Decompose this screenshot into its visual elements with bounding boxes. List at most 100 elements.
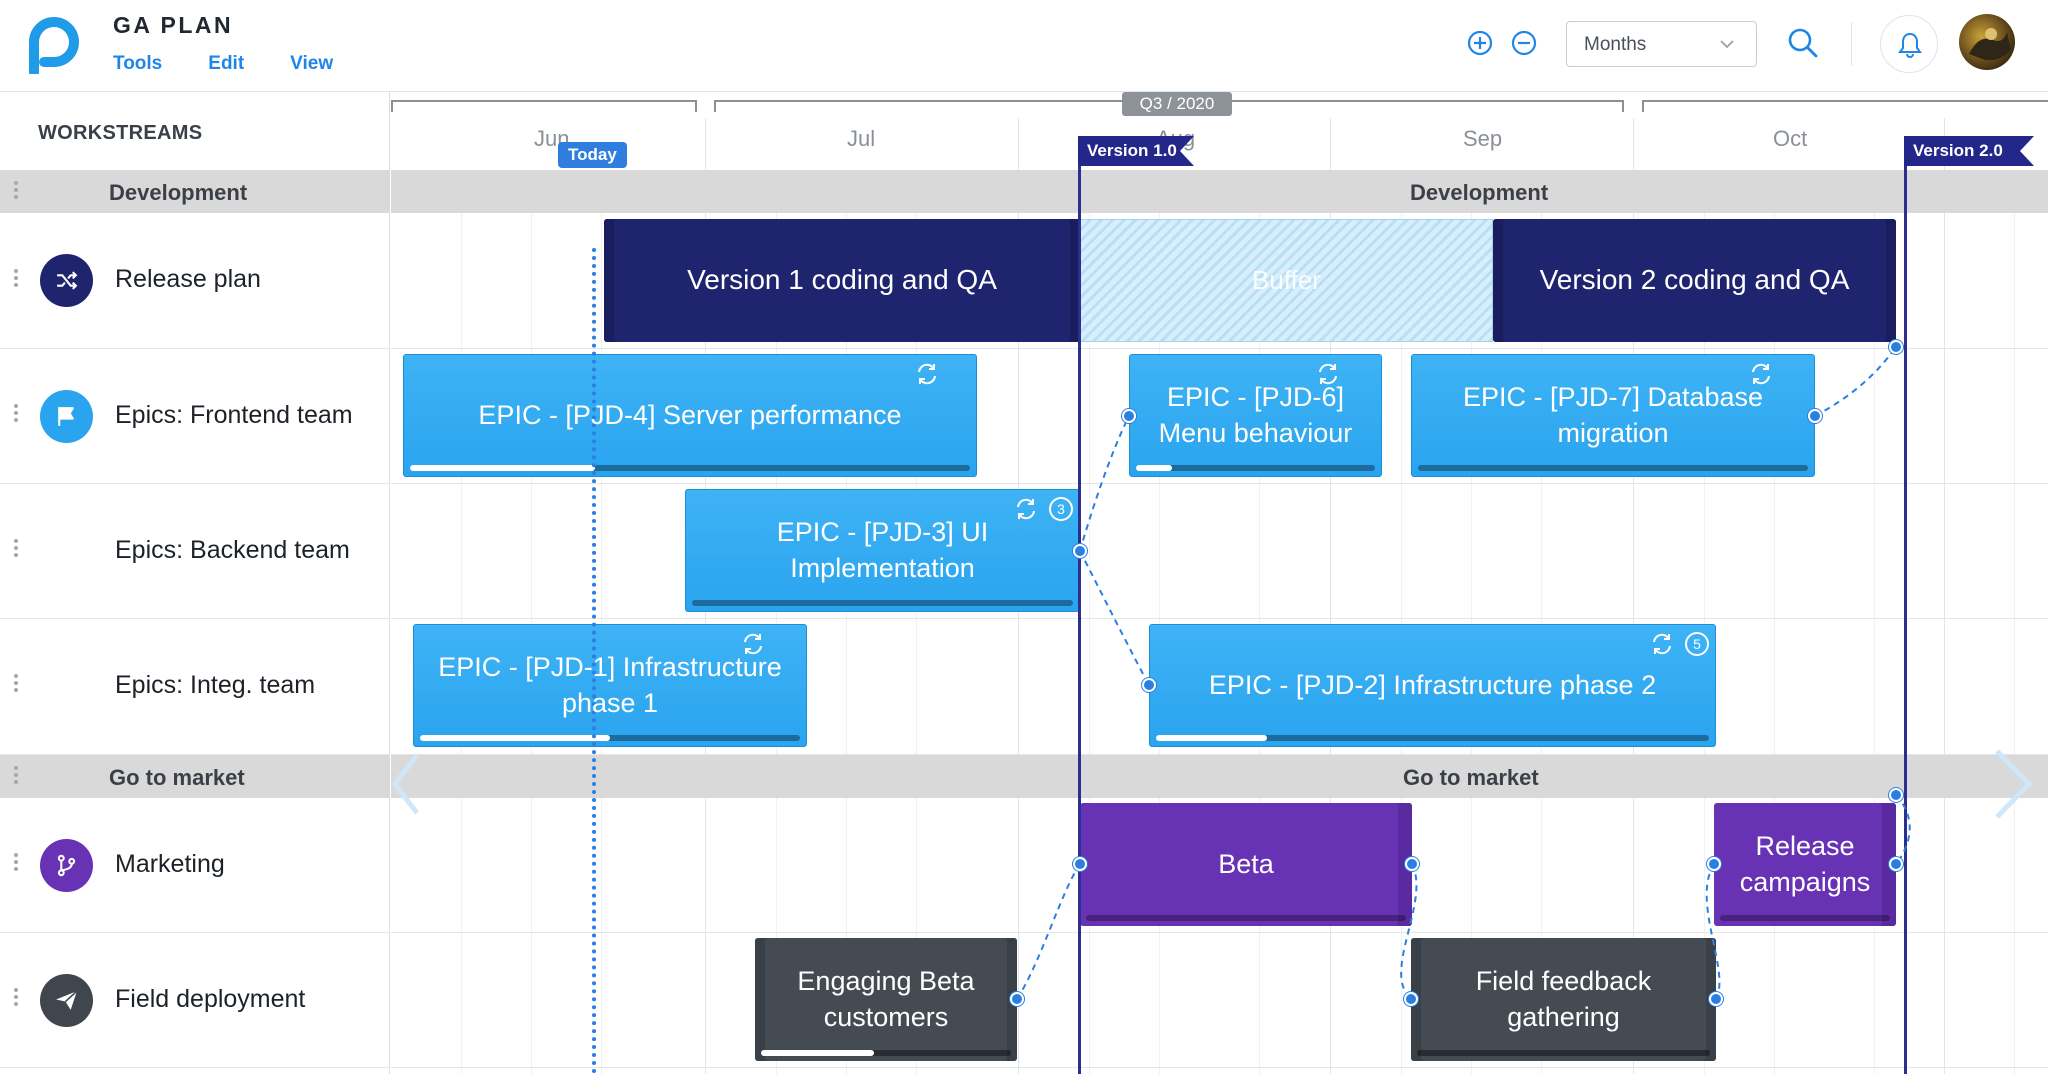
menu-tools[interactable]: Tools bbox=[113, 53, 163, 74]
bar-epic-pjd-2[interactable]: EPIC - [PJD-2] Infrastructure phase 2 5 bbox=[1149, 624, 1716, 747]
dependency-handle[interactable] bbox=[1889, 857, 1903, 871]
zoom-out-icon[interactable] bbox=[1511, 30, 1537, 56]
dependency-handle[interactable] bbox=[1709, 992, 1723, 1006]
count-badge: 3 bbox=[1049, 497, 1073, 521]
progress-bar bbox=[410, 465, 970, 471]
workstream-marketing[interactable]: Marketing bbox=[0, 798, 390, 933]
drag-handle-icon[interactable] bbox=[14, 269, 20, 291]
workstreams-panel: WORKSTREAMS Development Release plan Epi… bbox=[0, 92, 390, 1074]
bar-release-campaigns[interactable]: Release campaigns bbox=[1714, 803, 1896, 926]
count-badge: 5 bbox=[1685, 632, 1709, 656]
bar-engaging-beta[interactable]: Engaging Beta customers bbox=[755, 938, 1017, 1061]
drag-handle-icon[interactable] bbox=[14, 766, 20, 788]
progress-bar bbox=[1720, 915, 1890, 921]
menu-view[interactable]: View bbox=[290, 53, 334, 74]
sync-icon bbox=[918, 363, 936, 385]
chevron-left-icon[interactable] bbox=[391, 747, 421, 821]
version-1-marker[interactable]: Version 1.0 bbox=[1078, 136, 1194, 166]
drag-handle-icon[interactable] bbox=[14, 853, 20, 875]
sync-icon bbox=[744, 633, 762, 655]
bar-epic-pjd-7[interactable]: EPIC - [PJD-7] Database migration bbox=[1411, 354, 1815, 477]
dependency-handle[interactable] bbox=[1707, 857, 1721, 871]
flag-icon bbox=[40, 390, 93, 443]
chevron-right-icon[interactable] bbox=[1991, 747, 2033, 821]
grid-line bbox=[1330, 118, 1331, 1074]
workstream-name: Release plan bbox=[115, 265, 261, 293]
timeline-row bbox=[391, 213, 2048, 349]
progress-fill bbox=[1136, 465, 1172, 471]
group-development[interactable]: Development bbox=[0, 170, 390, 213]
branch-icon bbox=[40, 839, 93, 892]
version-2-line bbox=[1904, 136, 1907, 1074]
avatar[interactable] bbox=[1959, 14, 2015, 70]
search-icon[interactable] bbox=[1787, 27, 1819, 59]
bar-label: EPIC - [PJD-1] Infrastructure phase 1 bbox=[438, 652, 782, 718]
drag-handle-icon[interactable] bbox=[14, 404, 20, 426]
grid-line bbox=[916, 212, 917, 1074]
bar-buffer[interactable]: Buffer bbox=[1080, 219, 1493, 342]
grid-line bbox=[1944, 118, 1945, 1074]
today-marker[interactable]: Today bbox=[558, 142, 627, 168]
zoom-in-icon[interactable] bbox=[1467, 30, 1493, 56]
progress-fill bbox=[420, 735, 610, 741]
grid-line bbox=[1874, 212, 1875, 1074]
drag-handle-icon[interactable] bbox=[14, 181, 20, 203]
bar-label: EPIC - [PJD-4] Server performance bbox=[478, 399, 902, 430]
group-label: Development bbox=[1410, 180, 1549, 205]
app-logo-icon[interactable] bbox=[26, 14, 82, 74]
workstream-field-deployment[interactable]: Field deployment bbox=[0, 933, 390, 1068]
grid-line bbox=[1774, 212, 1775, 1074]
group-label: Go to market bbox=[109, 765, 245, 790]
dependency-handle[interactable] bbox=[1073, 544, 1087, 558]
dependency-handle[interactable] bbox=[1405, 857, 1419, 871]
drag-handle-icon[interactable] bbox=[14, 539, 20, 561]
bar-version-1-coding[interactable]: Version 1 coding and QA bbox=[604, 219, 1080, 342]
notifications-button[interactable] bbox=[1880, 15, 1938, 73]
bar-epic-pjd-4[interactable]: EPIC - [PJD-4] Server performance bbox=[403, 354, 977, 477]
quarter-bracket bbox=[391, 100, 697, 112]
bell-icon bbox=[1898, 32, 1922, 58]
workstream-name: Epics: Frontend team bbox=[115, 401, 353, 429]
gantt-timeline: Q3 / 2020 Jun Jul Aug Sep Oct Developmen… bbox=[391, 92, 2048, 1074]
bar-epic-pjd-1[interactable]: EPIC - [PJD-1] Infrastructure phase 1 bbox=[413, 624, 807, 747]
drag-handle-icon[interactable] bbox=[14, 674, 20, 696]
progress-fill bbox=[761, 1050, 874, 1056]
progress-bar bbox=[420, 735, 800, 741]
bar-epic-pjd-6[interactable]: EPIC - [PJD-6] Menu behaviour bbox=[1129, 354, 1382, 477]
bar-label: EPIC - [PJD-7] Database migration bbox=[1462, 382, 1764, 448]
app-header: GA PLAN Tools Edit View Months bbox=[0, 0, 2048, 92]
bar-label: Version 2 coding and QA bbox=[1539, 264, 1850, 296]
dependency-handle[interactable] bbox=[1808, 409, 1822, 423]
dependency-handle[interactable] bbox=[1889, 340, 1903, 354]
dependency-handle[interactable] bbox=[1073, 857, 1087, 871]
drag-handle-icon[interactable] bbox=[14, 988, 20, 1010]
bar-label: Release campaigns bbox=[1739, 831, 1871, 897]
workstream-backend[interactable]: Epics: Backend team bbox=[0, 484, 390, 619]
timescale-select[interactable]: Months bbox=[1566, 21, 1757, 67]
timeline-group-go-to-market: Go to market bbox=[391, 755, 2048, 798]
dependency-handle[interactable] bbox=[1404, 992, 1418, 1006]
bar-label: Field feedback gathering bbox=[1475, 966, 1652, 1032]
version-2-marker[interactable]: Version 2.0 bbox=[1904, 136, 2034, 166]
dependency-handle[interactable] bbox=[1142, 678, 1156, 692]
dependency-handle[interactable] bbox=[1889, 788, 1903, 802]
workstream-release-plan[interactable]: Release plan bbox=[0, 213, 390, 349]
dependency-handle[interactable] bbox=[1010, 992, 1024, 1006]
progress-bar bbox=[692, 600, 1073, 606]
chevron-down-icon bbox=[1720, 40, 1734, 49]
sync-icon bbox=[1653, 633, 1671, 655]
menu-edit[interactable]: Edit bbox=[208, 53, 245, 74]
bar-field-feedback[interactable]: Field feedback gathering bbox=[1411, 938, 1716, 1061]
bar-beta[interactable]: Beta bbox=[1080, 803, 1412, 926]
progress-bar bbox=[1136, 465, 1375, 471]
group-go-to-market[interactable]: Go to market bbox=[0, 755, 390, 798]
today-line bbox=[592, 248, 596, 1074]
workstream-frontend[interactable]: Epics: Frontend team bbox=[0, 349, 390, 484]
page-title: GA PLAN bbox=[113, 12, 234, 38]
workstream-integ[interactable]: Epics: Integ. team bbox=[0, 619, 390, 755]
paper-plane-icon bbox=[40, 974, 93, 1027]
bar-version-2-coding[interactable]: Version 2 coding and QA bbox=[1493, 219, 1896, 342]
bar-epic-pjd-3[interactable]: EPIC - [PJD-3] UI Implementation 3 bbox=[685, 489, 1080, 612]
month-label: Sep bbox=[1463, 126, 1503, 151]
dependency-handle[interactable] bbox=[1122, 409, 1136, 423]
